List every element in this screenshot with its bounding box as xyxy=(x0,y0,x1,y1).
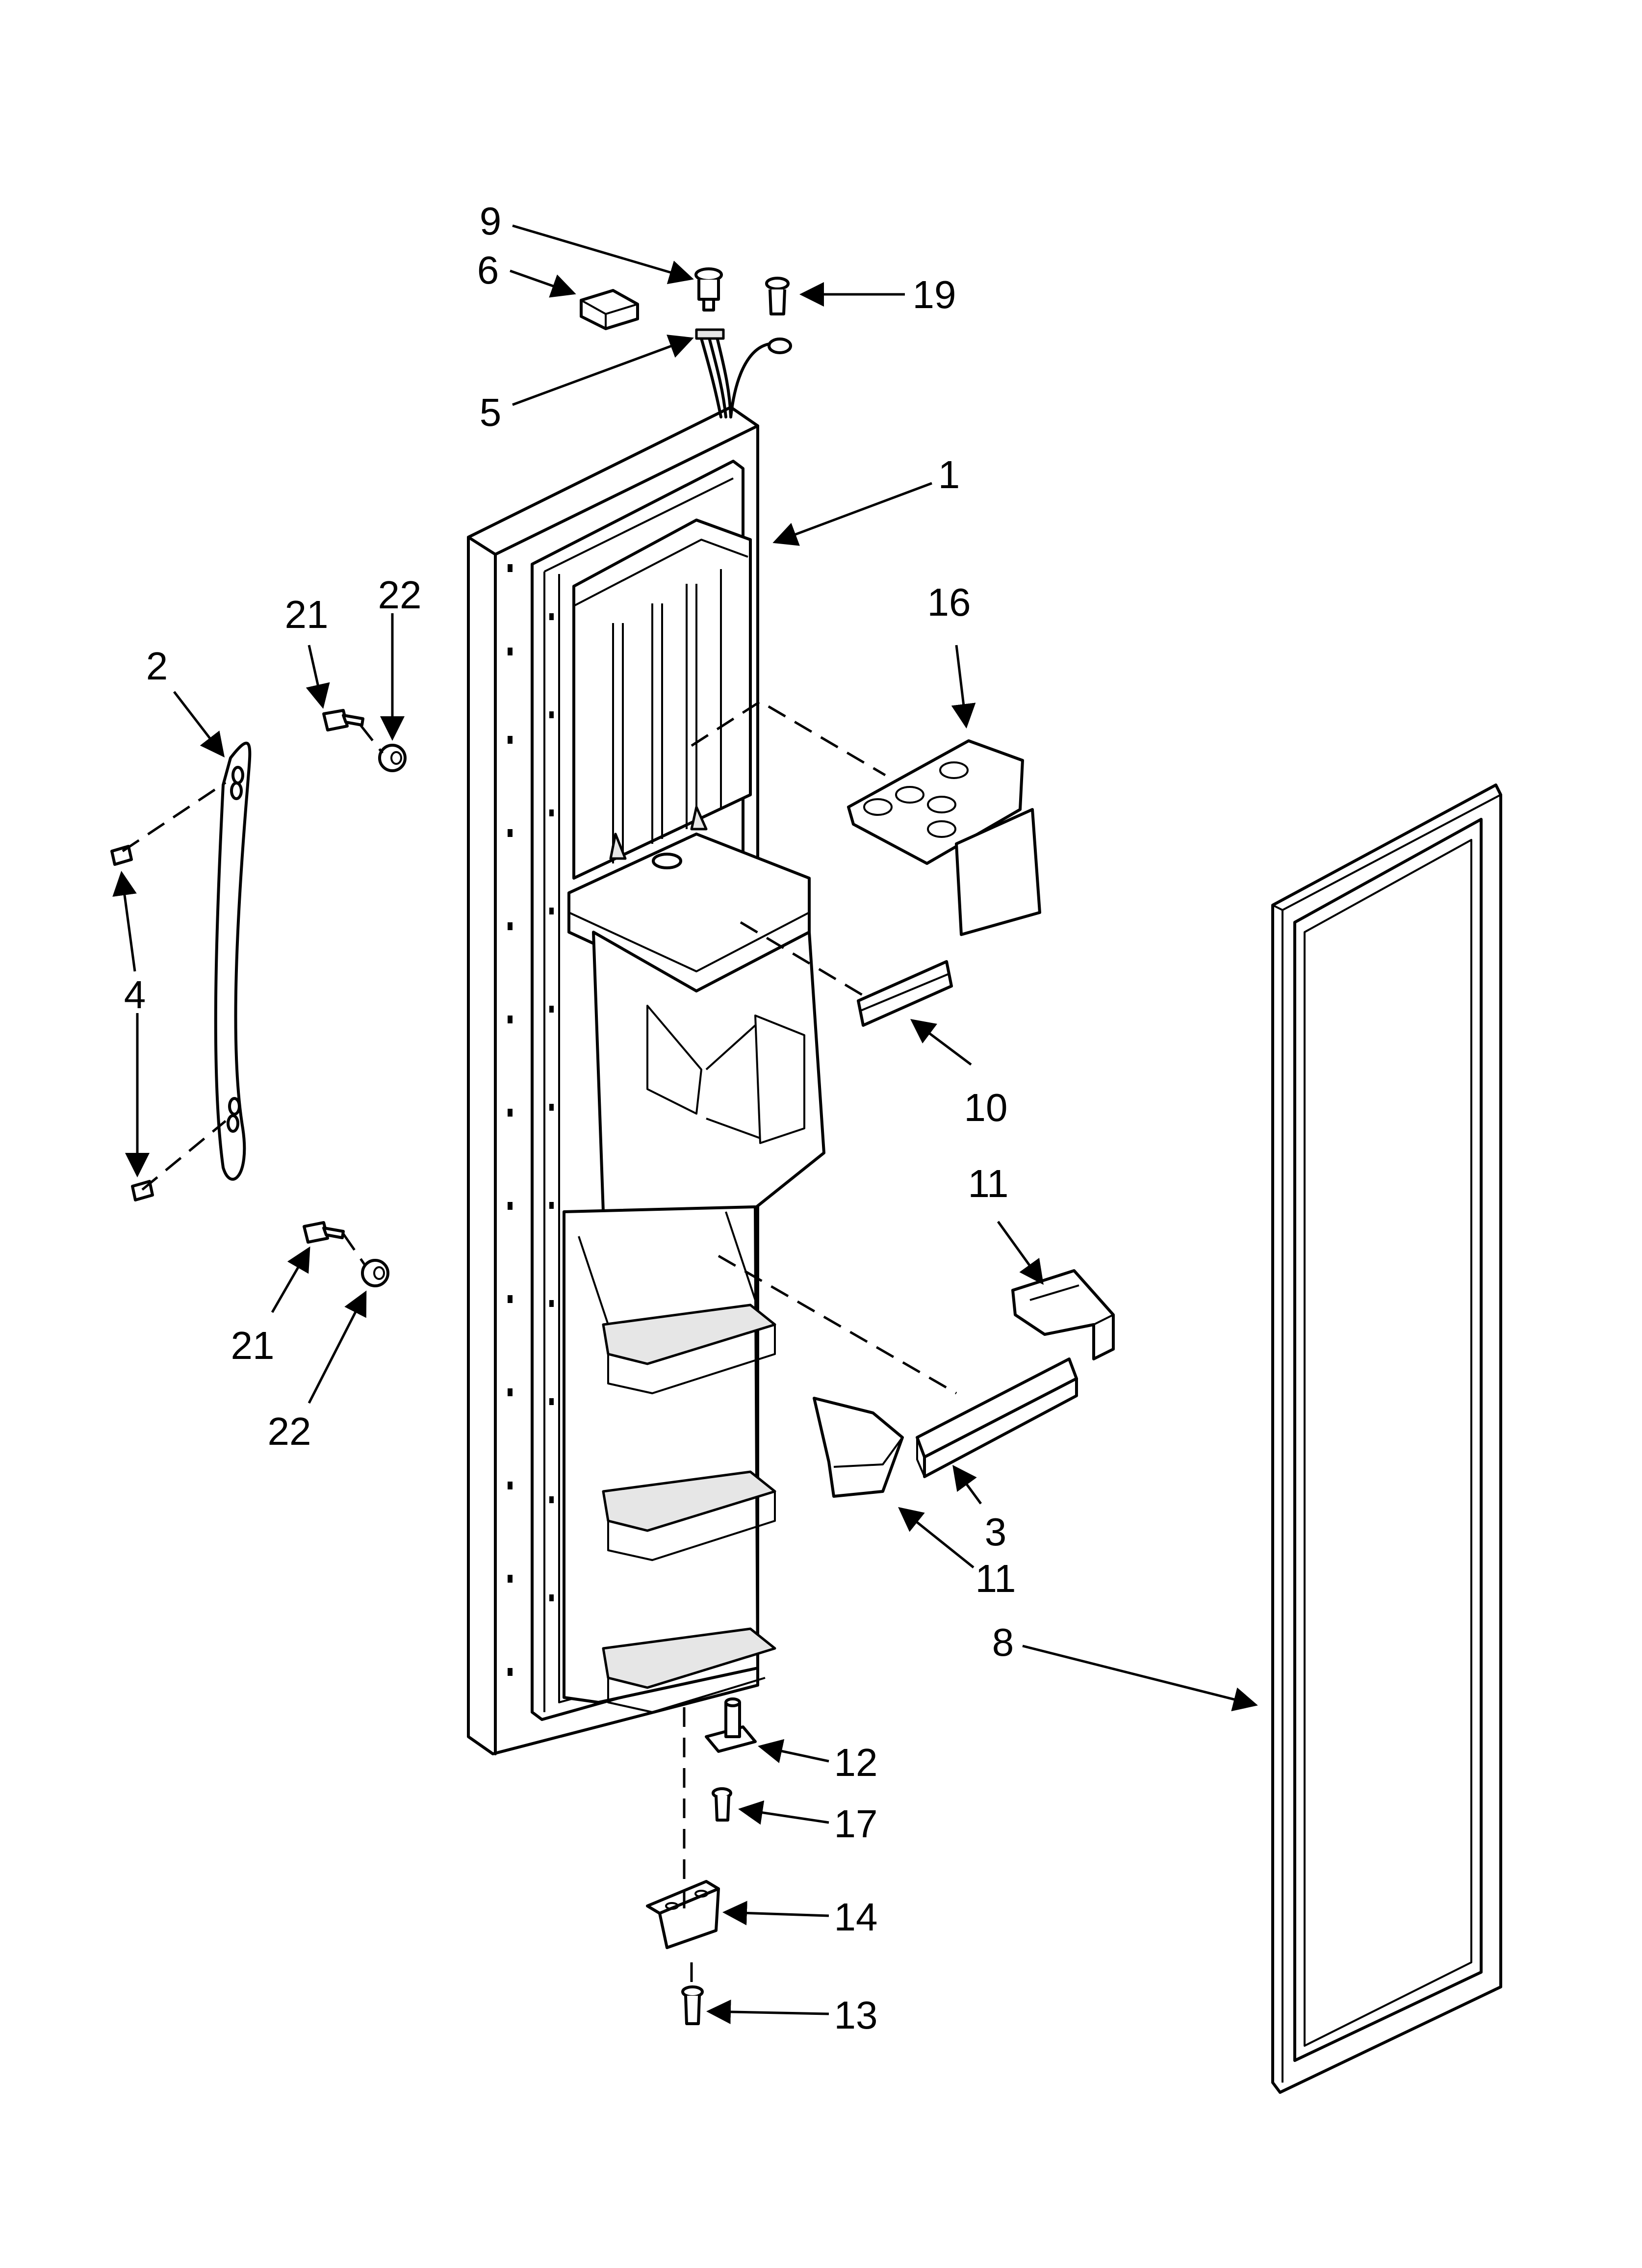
door-handle-part xyxy=(214,741,252,1181)
callout-19: 19 xyxy=(913,273,956,316)
strip-part-10 xyxy=(857,960,953,1027)
bracket-part-11-upper xyxy=(1011,1269,1115,1360)
callout-11-lower: 11 xyxy=(975,1557,1016,1600)
screw-part-17 xyxy=(712,1787,732,1822)
freezer-door xyxy=(467,406,825,1755)
callout-13: 13 xyxy=(834,1993,878,2037)
screw-part-21-lower xyxy=(303,1221,345,1244)
callout-5: 5 xyxy=(480,391,502,434)
callout-6: 6 xyxy=(477,248,499,292)
callout-4: 4 xyxy=(124,973,146,1017)
cover-plate-part xyxy=(847,739,1041,936)
door-gasket-part xyxy=(1271,783,1502,2094)
hinge-pin-part-12 xyxy=(705,1697,757,1753)
callout-21-lower: 21 xyxy=(231,1324,275,1367)
wire-harness-part xyxy=(695,328,792,418)
callout-10: 10 xyxy=(964,1086,1008,1129)
callout-9: 9 xyxy=(480,199,502,243)
callout-3: 3 xyxy=(985,1510,1007,1554)
plug-part xyxy=(694,267,723,312)
rail-part-3 xyxy=(916,1357,1078,1478)
hinge-plate-part-14 xyxy=(646,1880,720,1949)
spacer-part-22-lower xyxy=(361,1259,389,1287)
connector-part xyxy=(580,289,639,330)
screw-part-19 xyxy=(765,277,790,315)
callout-22-lower: 22 xyxy=(268,1409,311,1453)
bracket-part-11-lower xyxy=(813,1397,904,1498)
door-bins xyxy=(602,1303,776,1713)
callout-16: 16 xyxy=(927,580,971,624)
door-edge-holes xyxy=(508,564,554,1676)
dashed-connectors xyxy=(122,700,957,1992)
callout-1: 1 xyxy=(938,453,960,496)
callout-22-upper: 22 xyxy=(378,573,422,617)
callout-17: 17 xyxy=(834,1802,878,1846)
callout-8: 8 xyxy=(992,1620,1014,1664)
callout-21-upper: 21 xyxy=(285,593,329,636)
callout-11-upper: 11 xyxy=(968,1162,1008,1205)
callout-14: 14 xyxy=(834,1895,878,1939)
spacer-part-22-upper xyxy=(378,744,407,772)
screw-part-21-upper xyxy=(322,709,364,731)
handle-screw-upper xyxy=(110,845,133,866)
callout-12: 12 xyxy=(834,1741,878,1784)
screw-part-13 xyxy=(681,1985,704,2025)
callout-labels: 9 6 19 5 1 21 22 16 2 4 10 11 21 22 3 11… xyxy=(124,199,1016,2037)
callout-2: 2 xyxy=(146,644,168,688)
leader-arrows xyxy=(112,224,1258,2024)
